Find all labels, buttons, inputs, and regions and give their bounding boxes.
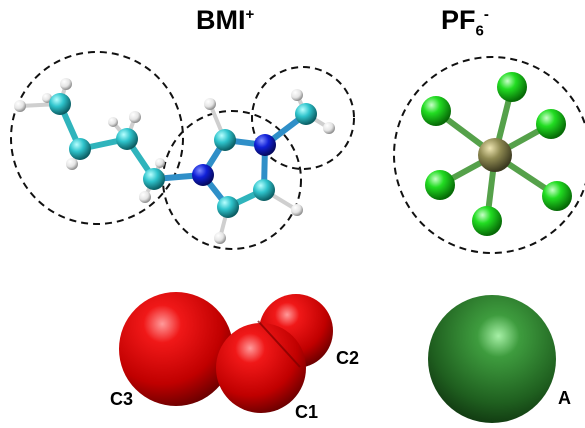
carbon-atom (49, 93, 71, 115)
hydrogen-atom (14, 100, 26, 112)
dashed-circle-anion (393, 56, 585, 254)
bead-label-c1: C1 (295, 402, 319, 422)
fluorine-atom (472, 206, 502, 236)
bead-label-a: A (558, 388, 571, 408)
hydrogen-atom (323, 122, 335, 134)
carbon-atom (217, 196, 239, 218)
fluorine-atom (542, 181, 572, 211)
bead-junction-line (257, 320, 301, 368)
carbon-atom (214, 129, 236, 151)
bead-label-c2: C2 (336, 348, 360, 368)
dashed-circle-butyl (10, 51, 184, 225)
nitrogen-atom (192, 164, 214, 186)
carbon-atom (253, 179, 275, 201)
dashed-circle-methyl (251, 66, 355, 170)
cg-bead-c1 (216, 323, 306, 413)
hydrogen-atom (155, 158, 165, 168)
phosphorus-atom (478, 138, 512, 172)
fluorine-atom (421, 96, 451, 126)
cg-bead-a (428, 295, 556, 423)
bmi-atomistic-model (10, 51, 355, 250)
pf6-coarse-grained-model (428, 295, 556, 423)
hydrogen-atom (66, 158, 78, 170)
hydrogen-atom (42, 93, 52, 103)
hydrogen-atom (129, 111, 141, 123)
cg-bead-c3 (119, 292, 233, 406)
carbon-atom (295, 103, 317, 125)
pf6-atomistic-model (393, 56, 585, 254)
hydrogen-atom (139, 191, 151, 203)
nitrogen-atom (254, 134, 276, 156)
carbon-atom (69, 138, 91, 160)
hydrogen-atom (60, 78, 72, 90)
hydrogen-atom (204, 98, 216, 110)
hydrogen-atom (214, 232, 226, 244)
hydrogen-atom (108, 117, 118, 127)
bmi-coarse-grained-model (119, 292, 333, 413)
anion-title: PF6- (441, 5, 489, 40)
heavy-atoms (49, 93, 317, 218)
cation-title: BMI+ (196, 5, 255, 35)
bead-label-c3: C3 (110, 389, 134, 409)
carbon-atom (143, 168, 165, 190)
fluorine-atom (536, 109, 566, 139)
fluorine-atom (425, 170, 455, 200)
carbon-atom (116, 128, 138, 150)
fluorine-atom (497, 72, 527, 102)
hydrogen-atom (291, 89, 303, 101)
hydrogen-atoms (14, 78, 335, 244)
hydrogen-atom (291, 204, 303, 216)
